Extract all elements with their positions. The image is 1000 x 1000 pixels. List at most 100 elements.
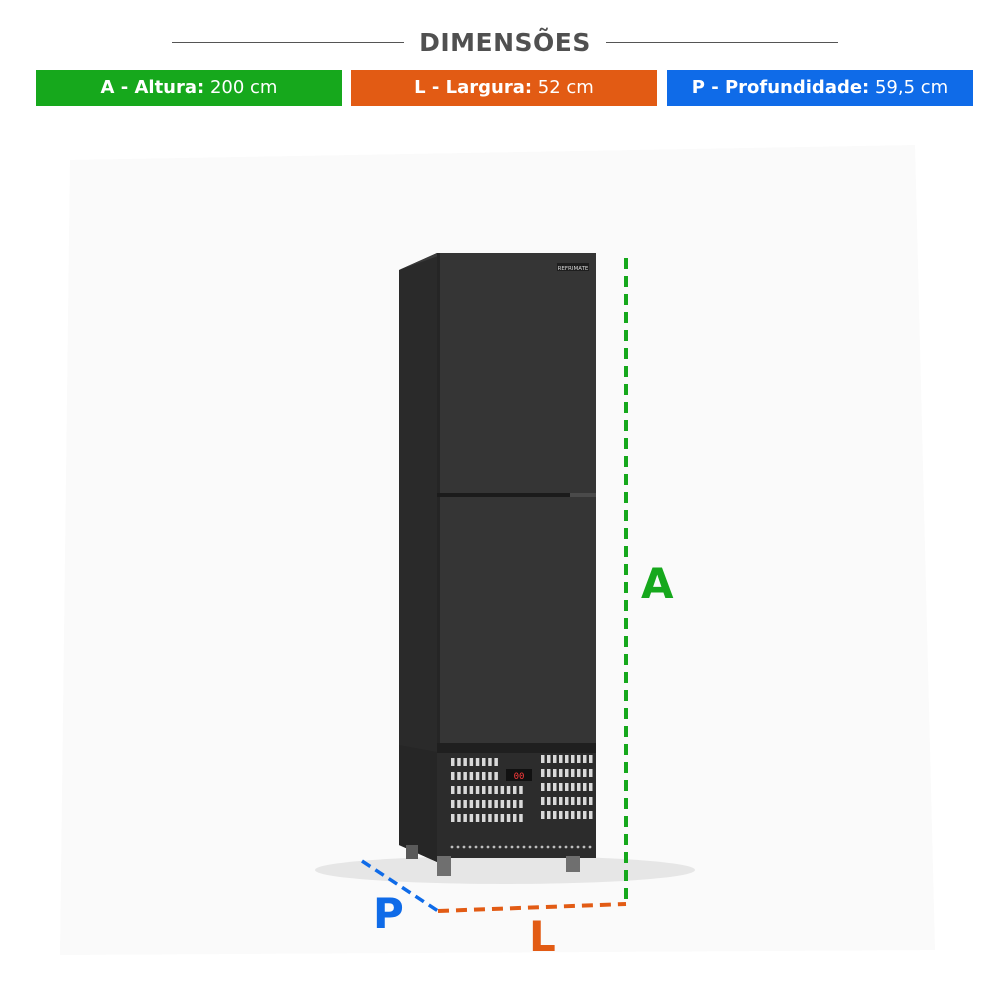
vent-dot — [528, 845, 532, 849]
vent-hole — [475, 800, 480, 808]
vent-hole — [565, 769, 569, 777]
vent-hole — [506, 800, 511, 808]
upper-door-edge — [437, 253, 440, 493]
vent-hole — [583, 797, 587, 805]
vent-hole — [457, 814, 461, 822]
vent-hole — [571, 769, 575, 777]
vent-hole — [583, 769, 587, 777]
vent-hole — [488, 800, 492, 808]
vent-dot — [474, 845, 478, 849]
vent-hole — [559, 769, 563, 777]
vent-hole — [488, 814, 492, 822]
vent-hole — [463, 814, 467, 822]
vent-hole — [463, 758, 467, 766]
vent-hole — [547, 755, 551, 763]
vent-dot — [552, 845, 556, 849]
vent-hole — [571, 783, 575, 791]
vent-hole — [469, 786, 474, 794]
vent-hole — [500, 786, 505, 794]
vent-dot — [576, 845, 580, 849]
door-gap — [437, 493, 596, 497]
vent-hole — [475, 772, 480, 780]
vent-hole — [482, 758, 486, 766]
vent-dot — [492, 845, 496, 849]
vent-hole — [513, 786, 517, 794]
vent-hole — [469, 814, 474, 822]
vent-dot — [564, 845, 568, 849]
vent-hole — [494, 772, 498, 780]
vent-hole — [488, 758, 492, 766]
vent-hole — [494, 814, 498, 822]
vent-hole — [475, 814, 480, 822]
vent-hole — [553, 755, 557, 763]
vent-hole — [482, 786, 486, 794]
header: DIMENSÕES A - Altura: 200 cm L - Largura… — [0, 0, 1000, 120]
vent-hole — [451, 800, 455, 808]
vent-hole — [577, 769, 581, 777]
vent-hole — [482, 814, 486, 822]
vent-dot — [558, 845, 562, 849]
vent-hole — [577, 797, 581, 805]
width-dimension-value: 52 cm — [537, 77, 594, 98]
vent-hole — [553, 769, 557, 777]
vent-dot — [510, 845, 514, 849]
vent-hole — [488, 786, 492, 794]
vent-hole — [506, 814, 511, 822]
vent-dot — [468, 845, 472, 849]
vent-dot — [498, 845, 502, 849]
vent-hole — [565, 811, 569, 819]
vent-hole — [469, 758, 474, 766]
vent-hole — [565, 783, 569, 791]
depth-dimension-bar: P - Profundidade: 59,5 cm — [667, 70, 973, 106]
base-top-strip — [437, 743, 596, 753]
vent-hole — [494, 800, 498, 808]
front-left-foot — [437, 856, 451, 876]
vent-dot — [480, 845, 484, 849]
width-dimension-line — [437, 902, 627, 913]
vent-hole — [547, 797, 551, 805]
height-dimension-value: 200 cm — [209, 77, 278, 98]
vent-hole — [500, 800, 505, 808]
brand-label: REFRIMATE — [558, 266, 589, 272]
vent-hole — [451, 786, 455, 794]
vent-hole — [553, 811, 557, 819]
vent-hole — [457, 800, 461, 808]
vent-hole — [451, 814, 455, 822]
depth-dimension-key: P - Profundidade: — [691, 77, 870, 98]
vent-dot — [588, 845, 592, 849]
vent-hole — [541, 811, 545, 819]
vent-hole — [519, 786, 523, 794]
vent-hole — [541, 769, 545, 777]
rear-left-foot — [406, 845, 418, 859]
vent-hole — [475, 786, 480, 794]
vent-hole — [469, 800, 474, 808]
vent-hole — [589, 811, 593, 819]
vent-dot — [462, 845, 466, 849]
vent-hole — [553, 783, 557, 791]
vent-hole — [577, 811, 581, 819]
temperature-reading: 00 — [514, 772, 525, 782]
vent-hole — [494, 758, 498, 766]
vent-dot — [546, 845, 550, 849]
vent-hole — [469, 772, 474, 780]
vent-hole — [547, 783, 551, 791]
ventilation-grille — [450, 755, 593, 849]
vent-hole — [589, 755, 593, 763]
vent-hole — [494, 786, 498, 794]
vent-hole — [571, 755, 575, 763]
vent-hole — [541, 797, 545, 805]
vent-hole — [519, 814, 523, 822]
vent-dot — [456, 845, 460, 849]
temperature-display — [506, 769, 532, 781]
height-dimension-bar: A - Altura: 200 cm — [36, 70, 342, 106]
lower-door-edge — [437, 497, 440, 743]
vent-hole — [541, 755, 545, 763]
vent-hole — [475, 758, 480, 766]
vent-hole — [451, 758, 455, 766]
vent-hole — [451, 772, 455, 780]
vent-hole — [463, 800, 467, 808]
vent-hole — [589, 797, 593, 805]
vent-hole — [583, 783, 587, 791]
height-letter-label: A — [641, 559, 674, 608]
